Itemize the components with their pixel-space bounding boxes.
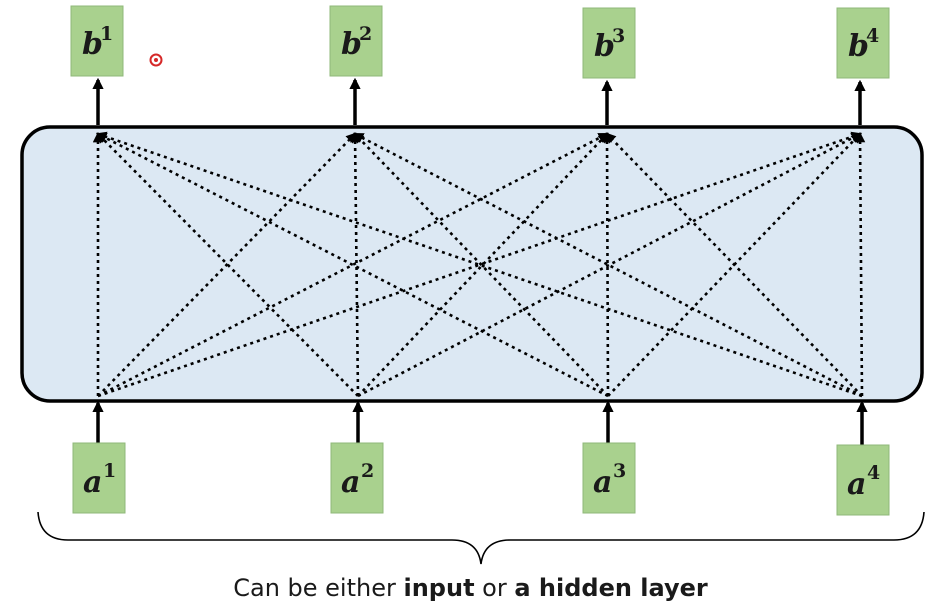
output-node-b2-base: b (341, 27, 362, 62)
connection-a2-to-b4 (357, 132, 862, 398)
input-node-a4-sup: 4 (867, 462, 880, 484)
input-node-a2-base: a (341, 465, 360, 500)
input-node-a3: a 3 (582, 442, 636, 514)
connection-a1-to-b4 (97, 131, 862, 398)
io-arrows (92, 77, 868, 445)
output-node-b4-sup: 4 (866, 25, 879, 47)
caption-prefix: Can be either (233, 574, 404, 602)
caption: Can be either input or a hidden layer (0, 574, 941, 602)
caption-or: or (474, 574, 515, 602)
input-node-a1-sup: 1 (103, 460, 116, 482)
input-node-a2: a 2 (330, 442, 384, 514)
input-node-a4-base: a (847, 467, 866, 502)
connection-a3-to-b2 (353, 132, 609, 397)
cursor-marker-icon (149, 53, 163, 67)
output-node-b3-sup: 3 (612, 25, 625, 47)
input-nodes: a 1 a 2 a 3 a 4 (72, 442, 890, 516)
connection-a3-to-b1 (96, 132, 609, 398)
output-node-b2: b 2 (329, 5, 383, 77)
input-node-a1: a 1 (72, 442, 126, 514)
attention-connections (92, 131, 866, 398)
input-node-a3-sup: 3 (613, 460, 626, 482)
output-nodes: b 1 b 2 b 3 b 4 (70, 5, 890, 79)
connection-a2-to-b3 (357, 132, 609, 397)
output-node-b1: b 1 (70, 5, 124, 77)
caption-input: input (403, 574, 475, 602)
self-attention-layer-block (20, 125, 924, 403)
curly-brace (37, 511, 925, 565)
output-node-b2-sup: 2 (359, 23, 372, 45)
output-node-b4-base: b (848, 29, 869, 64)
output-node-b3-base: b (594, 29, 615, 64)
output-node-b1-sup: 1 (100, 23, 113, 45)
input-node-a2-sup: 2 (361, 460, 374, 482)
output-node-b1-base: b (82, 27, 103, 62)
input-node-a4: a 4 (836, 444, 890, 516)
input-node-a1-base: a (83, 465, 102, 500)
output-node-b4: b 4 (836, 7, 890, 79)
connection-a1-to-b3 (97, 132, 609, 398)
connection-a4-to-b3 (605, 132, 863, 397)
connection-a4-to-b1 (96, 131, 863, 398)
connection-a3-to-b4 (607, 132, 862, 397)
caption-hidden-layer: a hidden layer (514, 574, 708, 602)
connection-a4-to-b4 (854, 131, 866, 397)
connection-a3-to-b3 (601, 131, 613, 397)
connection-a1-to-b2 (97, 132, 357, 397)
self-attention-diagram: b 1 b 2 b 3 b 4 a 1 (20, 5, 925, 565)
output-node-b3: b 3 (582, 7, 636, 79)
connection-a2-to-b2 (349, 131, 361, 397)
connection-a2-to-b1 (96, 132, 359, 397)
input-node-a3-base: a (593, 465, 612, 500)
